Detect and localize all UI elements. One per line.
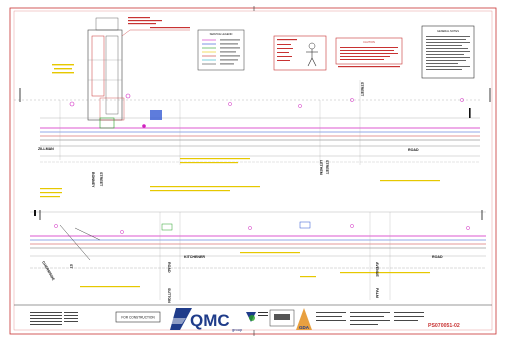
stamp-text: FOR CONSTRUCTION bbox=[121, 316, 155, 320]
gda-logo: GDA bbox=[296, 308, 312, 330]
caution-title: CAUTION bbox=[363, 40, 375, 44]
callout-text-top bbox=[128, 17, 190, 29]
logo-qmc: QMC bbox=[190, 311, 230, 330]
partner-logo-1 bbox=[246, 312, 268, 322]
palm-label: PALM bbox=[375, 288, 379, 298]
service-markers bbox=[19, 88, 491, 234]
title-block: FOR CONSTRUCTION QMC group GDA PS070051-… bbox=[14, 304, 492, 332]
notes-title: GENERAL NOTES bbox=[437, 29, 459, 33]
gda-text: GDA bbox=[299, 325, 310, 330]
caution-box: CAUTION bbox=[335, 37, 403, 68]
drawing-number: PS070051-02 bbox=[428, 323, 460, 329]
revision-table bbox=[30, 312, 78, 325]
yellow-annotations bbox=[40, 158, 440, 288]
outer-border bbox=[9, 7, 497, 335]
qmc-logo: QMC group bbox=[168, 308, 243, 332]
street-label-bonney-2: STREET bbox=[99, 172, 103, 187]
lower-road-corridor bbox=[30, 211, 486, 300]
avenue-label: AVENUE bbox=[375, 262, 379, 277]
service-legend: SERVICE LEGEND bbox=[197, 29, 245, 71]
road-label-road-top: ROAD bbox=[408, 148, 419, 152]
road-label-sutton: SUTTON bbox=[167, 288, 171, 303]
road-label-zillman: ZILLMAN bbox=[38, 147, 54, 151]
road-label-sutton-2: ROAD bbox=[167, 262, 171, 273]
construction-stamp bbox=[115, 311, 161, 323]
legend-title: SERVICE LEGEND bbox=[210, 32, 233, 36]
street-label-lethem: LETHEM bbox=[319, 160, 323, 175]
upper-road-corridor bbox=[14, 80, 480, 165]
callout-text-left bbox=[52, 64, 74, 74]
street-label-top: STREET bbox=[360, 82, 364, 97]
street-label-lethem-2: STREET bbox=[325, 160, 329, 175]
logo-group: group bbox=[232, 327, 243, 332]
general-notes: GENERAL NOTES bbox=[421, 25, 475, 79]
road-label-kitchener: KITCHENER bbox=[184, 255, 205, 259]
st-label: ST bbox=[69, 264, 73, 269]
inner-border bbox=[13, 10, 493, 331]
building-outline bbox=[87, 17, 190, 121]
sheet-details bbox=[316, 312, 424, 325]
road-label-kitchener-2: ROAD bbox=[432, 255, 443, 259]
safety-sign-box bbox=[273, 35, 327, 71]
street-label-bonney: BONNEY bbox=[91, 172, 95, 188]
